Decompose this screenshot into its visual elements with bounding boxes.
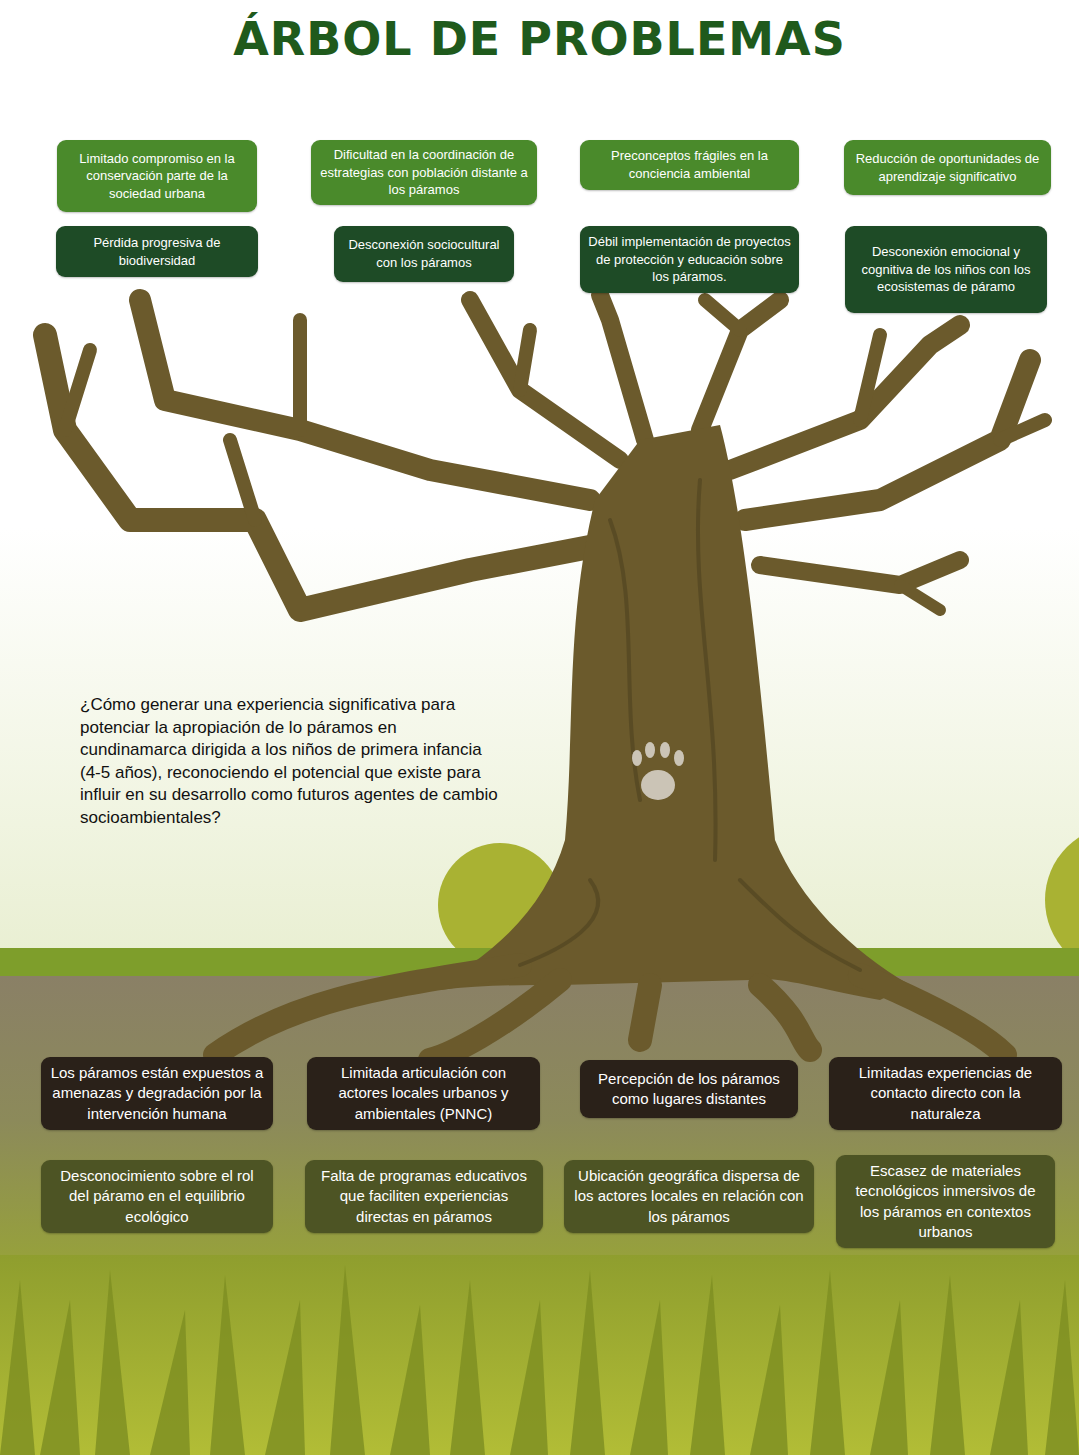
box-text: Reducción de oportunidades de aprendizaj… — [852, 150, 1043, 185]
cause-box: Percepción de los páramos como lugares d… — [580, 1060, 798, 1118]
central-question: ¿Cómo generar una experiencia significat… — [80, 694, 500, 829]
box-text: Desconexión emocional y cognitiva de los… — [853, 243, 1039, 296]
box-text: Falta de programas educativos que facili… — [313, 1166, 535, 1227]
box-text: Escasez de materiales tecnológicos inmer… — [844, 1161, 1047, 1242]
effect-box: Limitado compromiso en la conservación p… — [57, 140, 257, 212]
effect-box: Débil implementación de proyectos de pro… — [580, 226, 799, 293]
cause-box: Desconocimiento sobre el rol del páramo … — [41, 1160, 273, 1233]
box-text: Débil implementación de proyectos de pro… — [588, 233, 791, 286]
box-text: Pérdida progresiva de biodiversidad — [64, 234, 250, 269]
effect-box: Desconexión emocional y cognitiva de los… — [845, 226, 1047, 313]
box-text: Limitada articulación con actores locale… — [315, 1063, 532, 1124]
effect-box: Desconexión sociocultural con los páramo… — [334, 226, 514, 282]
cause-box: Los páramos están expuestos a amenazas y… — [41, 1057, 273, 1130]
box-text: Ubicación geográfica dispersa de los act… — [572, 1166, 806, 1227]
cause-box: Limitada articulación con actores locale… — [307, 1057, 540, 1130]
diagram-title: ÁRBOL DE PROBLEMAS — [0, 12, 1079, 66]
box-text: Desconocimiento sobre el rol del páramo … — [49, 1166, 265, 1227]
cause-box: Limitadas experiencias de contacto direc… — [829, 1057, 1062, 1130]
effect-box: Reducción de oportunidades de aprendizaj… — [844, 140, 1051, 195]
effect-box: Preconceptos frágiles en la conciencia a… — [580, 140, 799, 190]
box-text: Los páramos están expuestos a amenazas y… — [49, 1063, 265, 1124]
box-text: Limitado compromiso en la conservación p… — [65, 150, 249, 203]
box-text: Desconexión sociocultural con los páramo… — [342, 236, 506, 271]
box-text: Dificultad en la coordinación de estrate… — [319, 146, 529, 199]
effect-box: Dificultad en la coordinación de estrate… — [311, 140, 537, 205]
cause-box: Falta de programas educativos que facili… — [305, 1160, 543, 1233]
box-text: Preconceptos frágiles en la conciencia a… — [588, 147, 791, 182]
box-text: Limitadas experiencias de contacto direc… — [837, 1063, 1054, 1124]
effect-box: Pérdida progresiva de biodiversidad — [56, 226, 258, 277]
cause-box: Escasez de materiales tecnológicos inmer… — [836, 1155, 1055, 1248]
box-text: Percepción de los páramos como lugares d… — [588, 1069, 790, 1110]
cause-box: Ubicación geográfica dispersa de los act… — [564, 1160, 814, 1233]
